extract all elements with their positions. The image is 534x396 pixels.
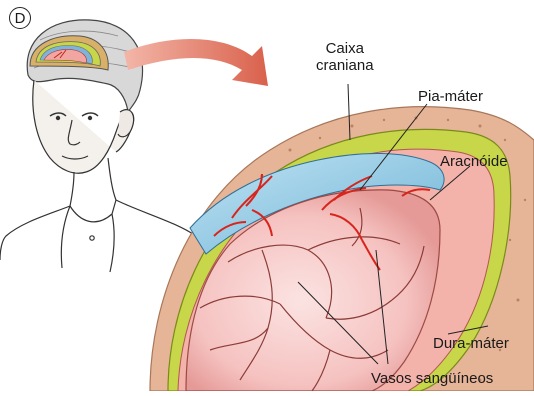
zoom-arrow <box>124 39 268 86</box>
panel-letter-badge: D <box>9 7 31 29</box>
label-aracnoide: Aracnóide <box>440 153 508 170</box>
label-vasos-sanguineos: Vasos sangüíneos <box>371 370 493 387</box>
label-dura-mater: Dura-máter <box>433 335 509 352</box>
label-caixa-craniana: Caixa craniana <box>316 40 374 74</box>
label-pia-mater: Pia-máter <box>418 88 483 105</box>
